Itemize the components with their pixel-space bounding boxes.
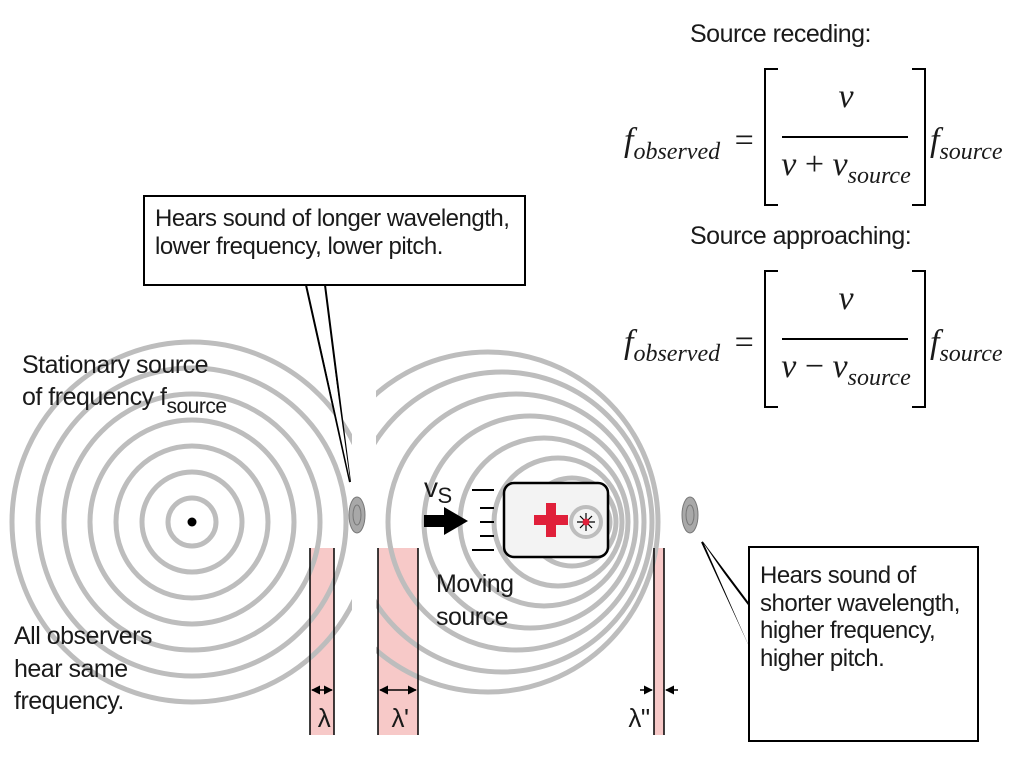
- right-bracket: [912, 270, 926, 408]
- source-sub: source: [939, 139, 1003, 165]
- source-sub: source: [939, 341, 1003, 367]
- observer-right-ear-inner: [685, 504, 695, 526]
- observer-left-ear: [348, 496, 366, 534]
- source-sub: source: [847, 163, 911, 189]
- receding-title: Source receding:: [690, 20, 872, 48]
- callout-line: Hears sound of longer wavelength,: [155, 205, 510, 232]
- wavefront-ring: [87, 417, 297, 627]
- strip-edges: [309, 548, 665, 735]
- callout-top-pointer: [305, 284, 351, 483]
- all-observers-line: All observers: [14, 622, 153, 650]
- stationary-source-label: Stationary source of frequency fsource: [22, 351, 227, 419]
- equals-sign: =: [734, 122, 754, 159]
- formula-lhs: fobserved =: [624, 122, 754, 166]
- red-cross-horizontal: [534, 515, 568, 525]
- denominator-v2: v: [832, 146, 848, 183]
- formula-rhs: fsource: [930, 324, 1003, 368]
- velocity-main: v: [424, 472, 438, 503]
- denominator-v: v: [781, 146, 797, 183]
- denominator-v2: v: [832, 348, 848, 385]
- f-symbol: f: [930, 122, 940, 159]
- observed-sub: observed: [633, 139, 721, 165]
- stationary-label-line1: Stationary source: [22, 351, 209, 379]
- approaching-title: Source approaching:: [690, 222, 912, 250]
- f-symbol: f: [930, 324, 940, 361]
- wavefront-ring: [35, 365, 349, 679]
- observer-left-ear-inner: [352, 504, 362, 526]
- all-observers-label: All observers hear same frequency.: [14, 620, 153, 718]
- wavefront-ring: [385, 391, 647, 653]
- wavelength-label-ahead: λ": [628, 703, 650, 733]
- formula-lhs: fobserved =: [624, 324, 754, 368]
- observer-right-ear: [681, 496, 699, 534]
- fraction-bar: [782, 136, 908, 138]
- velocity-arrow: [424, 507, 468, 535]
- wavefront-ring: [376, 369, 655, 675]
- moving-label-line: source: [436, 602, 509, 631]
- wavelength-strip-stationary: [310, 548, 334, 735]
- minus-sign: −: [804, 348, 825, 385]
- equals-sign: =: [734, 324, 754, 361]
- moving-source-label: Moving source: [436, 568, 514, 633]
- fraction-bar: [782, 338, 908, 340]
- stationary-label-line2: of frequency fsource: [22, 383, 227, 419]
- wavelength-label-behind: λ': [391, 703, 409, 733]
- formula-approaching: fobserved = v v − vsource fsource: [624, 266, 1019, 416]
- right-bracket: [912, 68, 926, 206]
- observed-sub: observed: [633, 341, 721, 367]
- callout-shorter-wavelength: Hears sound of shorter wavelength, highe…: [748, 546, 979, 742]
- callout-line: lower frequency, lower pitch.: [155, 232, 443, 260]
- speed-lines: [472, 489, 494, 551]
- callout-line: higher pitch.: [760, 644, 885, 672]
- wavefront-ring: [9, 339, 352, 705]
- stationary-label-sub: source: [166, 395, 227, 419]
- source-sub: source: [847, 365, 911, 391]
- fraction: v: [776, 78, 916, 116]
- all-observers-line: frequency.: [14, 687, 124, 715]
- wavefront-ring: [376, 349, 661, 695]
- numerator: v: [838, 78, 854, 115]
- wavefront-ring: [165, 495, 219, 549]
- denominator: v − vsource: [776, 348, 916, 392]
- moving-wavefronts: [376, 349, 661, 695]
- numerator: v: [838, 280, 854, 317]
- callout-line: higher frequency,: [760, 617, 936, 645]
- stationary-wavefronts: [9, 339, 352, 705]
- formula-rhs: fsource: [930, 122, 1003, 166]
- denominator: v + vsource: [776, 146, 916, 190]
- callout-line: shorter wavelength,: [760, 589, 960, 617]
- stationary-label-prefix: of frequency f: [22, 383, 167, 412]
- callout-longer-wavelength: Hears sound of longer wavelength, lower …: [143, 195, 526, 286]
- denominator-v: v: [781, 348, 797, 385]
- wavefront-ring: [113, 443, 271, 601]
- wavefront-ring: [139, 469, 245, 575]
- plus-sign: +: [804, 146, 825, 183]
- ambulance-icon: [472, 481, 610, 559]
- velocity-label: vS: [424, 472, 452, 509]
- left-bracket: [764, 270, 778, 408]
- f-symbol: f: [624, 324, 634, 361]
- formula-receding: fobserved = v v + vsource fsource: [624, 64, 1019, 214]
- all-observers-line: hear same: [14, 654, 128, 683]
- fraction: v: [776, 280, 916, 318]
- wavefront-ring: [61, 391, 323, 653]
- wavelength-label-stationary: λ: [317, 703, 331, 733]
- left-bracket: [764, 68, 778, 206]
- callout-line: Hears sound of: [760, 562, 916, 589]
- siren-light-icon: [577, 513, 595, 531]
- stationary-source-dot: [187, 517, 197, 527]
- moving-label-line: Moving: [436, 570, 514, 598]
- velocity-sub: S: [437, 483, 453, 508]
- f-symbol: f: [624, 122, 634, 159]
- wavelength-strip-ahead: [654, 548, 664, 735]
